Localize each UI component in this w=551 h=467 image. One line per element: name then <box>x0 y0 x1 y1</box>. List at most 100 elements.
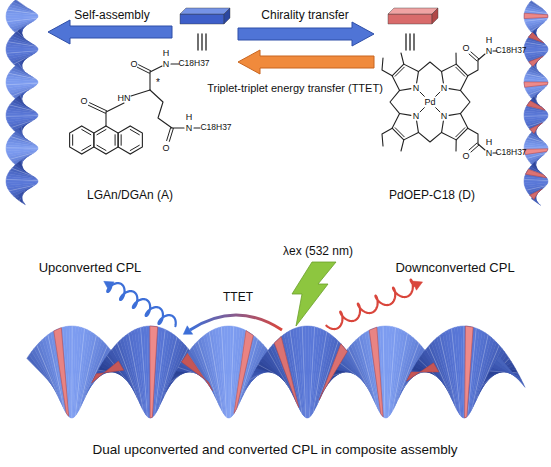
label: H <box>486 137 493 147</box>
chromophore-band <box>182 353 213 391</box>
arrow-head <box>104 281 114 290</box>
label: N <box>413 111 420 121</box>
double-bond <box>471 145 479 152</box>
aromatic-ring <box>118 126 142 154</box>
double-bond <box>137 67 149 73</box>
ring-double-bond <box>130 130 139 135</box>
label: O <box>130 59 137 69</box>
molecule-a <box>70 64 200 154</box>
helix-plate <box>6 145 38 148</box>
label: N <box>441 83 448 93</box>
bond <box>105 112 106 126</box>
label: N <box>163 59 170 69</box>
composite-helix <box>27 326 525 418</box>
slab-top <box>388 8 438 14</box>
plate-edge <box>71 326 72 418</box>
ring-double-bond <box>72 135 73 146</box>
self-assembly-arrow <box>48 20 172 44</box>
chromophore-band <box>406 363 438 381</box>
label: N <box>441 111 448 121</box>
label: H <box>163 48 170 58</box>
label: N <box>486 46 493 56</box>
ring-double-bond <box>121 135 122 146</box>
downconverted-cpl-wave <box>326 280 422 329</box>
coordination-bond <box>436 92 440 96</box>
molecule-d <box>382 51 497 153</box>
label: N <box>486 148 493 158</box>
helix-plate <box>19 193 26 204</box>
helix-plate <box>497 357 525 388</box>
ring-double-bond <box>82 130 91 135</box>
helix-plate <box>221 326 227 417</box>
cpl-wave <box>107 283 175 326</box>
chromophore-band <box>529 56 543 66</box>
bond <box>149 72 150 90</box>
chromophore-band <box>234 331 253 414</box>
chromophore-band <box>319 344 347 400</box>
label: C18H37 <box>178 59 209 69</box>
helix-plate <box>524 79 548 82</box>
coordination-bond <box>420 108 424 112</box>
chromophore-band <box>530 189 543 200</box>
double-bond <box>469 54 477 61</box>
double-bond <box>469 143 477 150</box>
plate-edge <box>524 147 548 148</box>
bond <box>449 89 460 91</box>
label: H <box>186 112 193 122</box>
helix-plate <box>458 326 464 418</box>
composite-helix <box>524 1 548 206</box>
helix-plate <box>144 326 150 418</box>
bond <box>417 121 419 132</box>
blue-slab <box>180 8 230 24</box>
label: Triplet-triplet energy transfer (TTET) <box>200 82 390 95</box>
helix-plate <box>147 326 150 418</box>
helix-plate <box>6 113 38 116</box>
arrow-head <box>412 281 422 290</box>
helix-plate <box>461 326 464 418</box>
chromophore-band <box>150 326 158 418</box>
propyl-chain <box>468 128 478 144</box>
label: O <box>162 143 169 153</box>
equivalence-bar <box>409 34 410 50</box>
plate-edge <box>463 326 464 418</box>
chromophore-band <box>527 101 545 110</box>
bond <box>442 72 444 83</box>
ring-double-bond <box>115 135 116 146</box>
label: N <box>413 83 420 93</box>
label: Chirality transfer <box>261 9 348 23</box>
methyl-group <box>455 140 456 151</box>
upconverted-cpl-wave <box>104 281 176 326</box>
label: Downconverted CPL <box>395 261 514 276</box>
bond <box>400 89 411 91</box>
ring-double-bond <box>82 145 91 150</box>
label: PdOEP-C18 (D) <box>389 189 475 203</box>
slab-front <box>388 14 432 24</box>
bond <box>478 54 485 60</box>
chromophore-band <box>524 13 548 18</box>
chromophore-band <box>274 337 299 408</box>
blue-helix <box>6 0 38 205</box>
ring-double-bond <box>456 128 465 137</box>
methyl-group <box>455 53 456 64</box>
equivalence-bar <box>413 34 414 50</box>
chromophore-band <box>465 326 474 418</box>
equivalence-bar <box>405 34 406 50</box>
double-bond <box>88 105 105 113</box>
coordination-bond <box>436 108 440 112</box>
meso-bond <box>390 90 400 113</box>
cpl-wave <box>326 280 414 329</box>
label: λex (532 nm) <box>283 245 353 259</box>
label: C18H37 <box>495 148 526 158</box>
chromophore-band <box>369 327 383 417</box>
plate-edge <box>383 326 385 418</box>
bond <box>150 90 172 128</box>
ttet-arc <box>190 315 282 330</box>
slab-top <box>180 8 230 14</box>
caption: Dual upconverted and converted CPL in co… <box>93 442 458 458</box>
ring-double-bond <box>130 145 139 150</box>
chromophore-band <box>524 149 548 155</box>
label: O <box>462 43 469 53</box>
helix-plate <box>69 326 72 418</box>
